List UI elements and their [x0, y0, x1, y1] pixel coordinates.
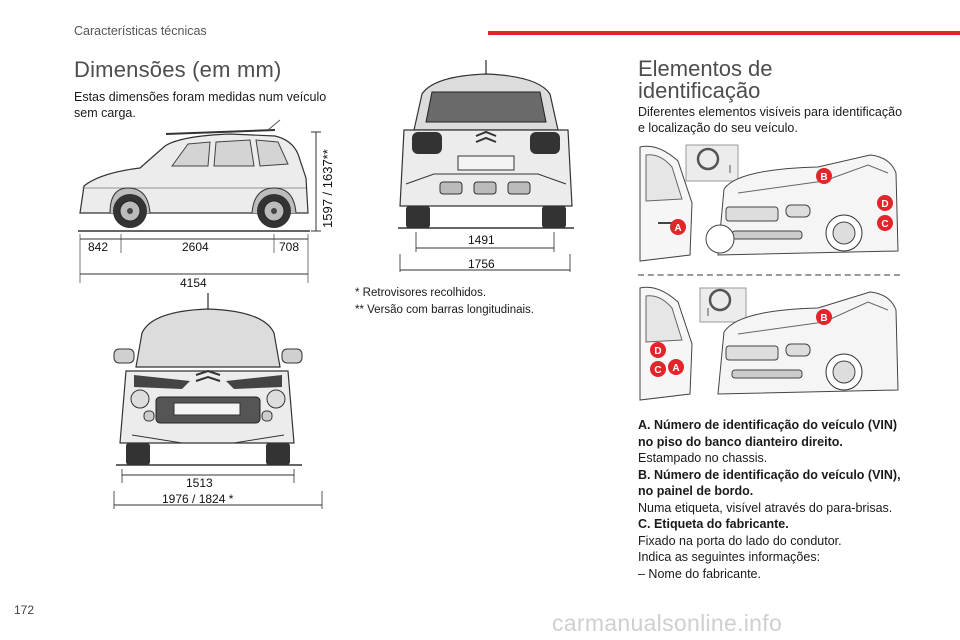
front-view-diagram: 1513 1976 / 1824 * [113, 293, 323, 509]
marker-a-circle [668, 359, 684, 375]
marker-c-label: C [654, 365, 661, 376]
identification-title: Elementos de identificação [638, 58, 898, 102]
section-header-title: Características técnicas [74, 24, 207, 38]
dimensions-title: Dimensões (em mm) [74, 57, 282, 82]
item-c-text-3: – Nome do fabricante. [638, 566, 761, 581]
diagram-divider [638, 274, 900, 276]
marker-d-label: D [881, 199, 888, 210]
note-mirrors: * Retrovisores recolhidos. [355, 287, 487, 299]
item-a-text: Estampado no chassis. [638, 451, 768, 465]
rear-width-label: 1756 [468, 257, 495, 271]
item-b-text: Numa etiqueta, visível através do para-b… [638, 500, 893, 515]
front-track-label: 1513 [186, 476, 213, 490]
item-a-title-line2: no piso do banco dianteiro direito. [638, 434, 843, 449]
marker-c-circle [650, 361, 666, 377]
length-label: 4154 [180, 276, 207, 290]
marker-d-circle [877, 195, 893, 211]
item-b-title-line1: B. Número de identificação do veículo (V… [638, 467, 901, 482]
page-number: 172 [14, 603, 35, 617]
markers-top: A B DC [670, 168, 893, 235]
dimensions-intro: Estas dimensões foram medidas num veícul… [74, 90, 327, 120]
marker-b-circle [816, 309, 832, 325]
header-accent-bar [488, 31, 960, 35]
marker-d-circle [650, 342, 666, 358]
side-view-diagram: 1597 / 1637** 842 2604 708 4154 [78, 119, 335, 290]
item-a-title-line1: A. Número de identificação do veículo (V… [638, 418, 898, 432]
rear-overhang-label: 708 [279, 240, 299, 254]
identification-list: A. Número de identificação do veículo (V… [638, 417, 918, 582]
front-overhang-label: 842 [88, 240, 108, 254]
front-width-label: 1976 / 1824 * [162, 492, 234, 506]
marker-b-label: B [820, 172, 827, 183]
watermark: carmanualsonline.info [552, 610, 783, 636]
item-b-title-line2: no painel de bordo. [638, 484, 754, 498]
identification-intro: Diferentes elementos visíveis para ident… [638, 105, 903, 135]
dimension-notes: * Retrovisores recolhidos. ** Versão com… [355, 285, 534, 319]
item-c-title: C. Etiqueta do fabricante. [638, 517, 789, 531]
rear-view-diagram: 1491 1756 [398, 60, 574, 272]
marker-b-circle [816, 168, 832, 184]
height-label: 1597 / 1637** [320, 149, 335, 228]
identification-title-line1: Elementos de [638, 56, 773, 81]
identification-diagram-top: A B DC [639, 144, 899, 262]
note-roof-bars: ** Versão com barras longitudinais. [355, 304, 534, 316]
marker-c-circle [877, 215, 893, 231]
item-c-text-2: Indica as seguintes informações: [638, 550, 821, 564]
marker-a-label: A [674, 223, 681, 234]
marker-c-label: C [881, 219, 888, 230]
rear-track-label: 1491 [468, 233, 495, 247]
marker-b-label: B [820, 313, 827, 324]
wheelbase-label: 2604 [182, 240, 209, 254]
marker-a-circle [670, 219, 686, 235]
item-c-text-1: Fixado na porta do lado do condutor. [638, 533, 842, 548]
marker-d-label: D [654, 346, 661, 357]
marker-a-label: A [672, 363, 679, 374]
identification-title-line2: identificação [638, 78, 761, 103]
